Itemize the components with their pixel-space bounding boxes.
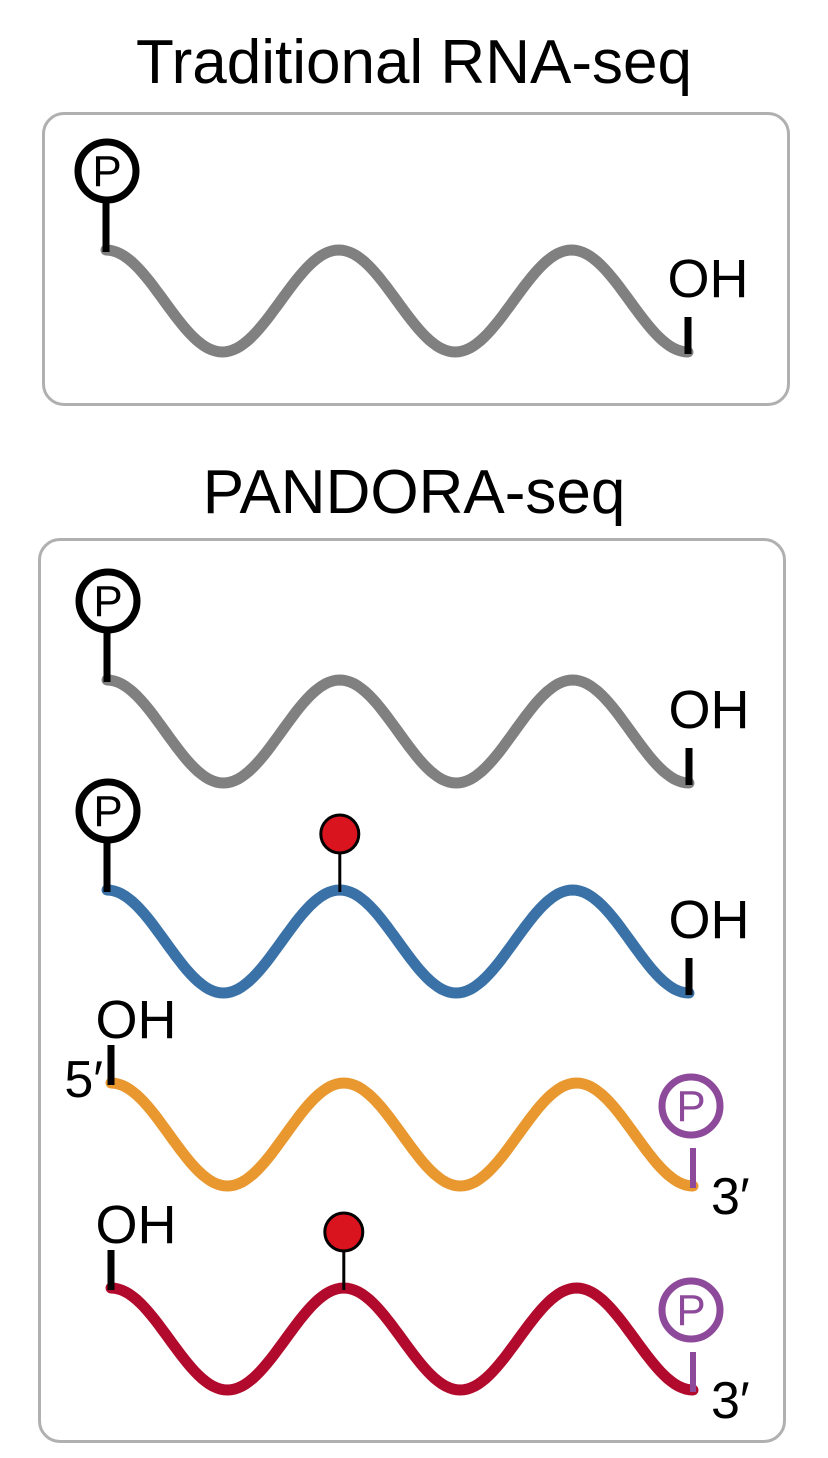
strand-0-0-5prime-phosphate-letter: P — [92, 147, 121, 196]
strand-1-1-backbone — [101, 884, 695, 999]
strand-1-0-5prime-phosphate-circle — [75, 568, 141, 634]
strand-1-2-backbone — [105, 1077, 699, 1192]
strand-1-3-3prime-label: 3′ — [711, 1372, 750, 1430]
strand-1-0-3prime-oh: OH — [669, 680, 750, 740]
strand-0-0-5prime-phosphate-circle — [74, 138, 140, 204]
strand-0-0-backbone — [100, 244, 694, 358]
strand-1-1-3prime-oh: OH — [669, 890, 750, 950]
strand-1-1-5prime-phosphate-letter: P — [93, 787, 122, 836]
strand-1-2-3prime-label: 3′ — [711, 1168, 750, 1226]
strand-1-3-3prime-phosphate-letter: P — [676, 1286, 705, 1335]
strand-1-3-3prime-phosphate-circle — [658, 1277, 724, 1343]
strand-1-0-5prime-phosphate-letter: P — [93, 577, 122, 626]
strand-1-1-5prime-phosphate-circle — [75, 778, 141, 844]
strand-1-2-5prime-label: 5′ — [64, 1051, 103, 1109]
strand-1-2-5prime-oh: OH — [96, 990, 177, 1050]
strand-1-2-3prime-phosphate-circle — [658, 1073, 724, 1139]
strand-1-2-3prime-phosphate-letter: P — [676, 1082, 705, 1131]
strand-1-3-5prime-oh: OH — [96, 1195, 177, 1255]
pandora-seq-panel — [38, 538, 786, 1443]
strand-0-0-3prime-oh: OH — [668, 249, 749, 309]
panel-title-pandora: PANDORA-seq — [202, 458, 626, 527]
panel-title-traditional: Traditional RNA-seq — [136, 28, 692, 97]
traditional-rnaseq-panel — [42, 112, 790, 406]
strand-1-3-backbone — [105, 1282, 699, 1396]
strand-1-3-modification-dot — [323, 1211, 365, 1253]
strand-1-0-backbone — [101, 674, 695, 789]
strand-1-1-modification-dot — [319, 813, 361, 855]
